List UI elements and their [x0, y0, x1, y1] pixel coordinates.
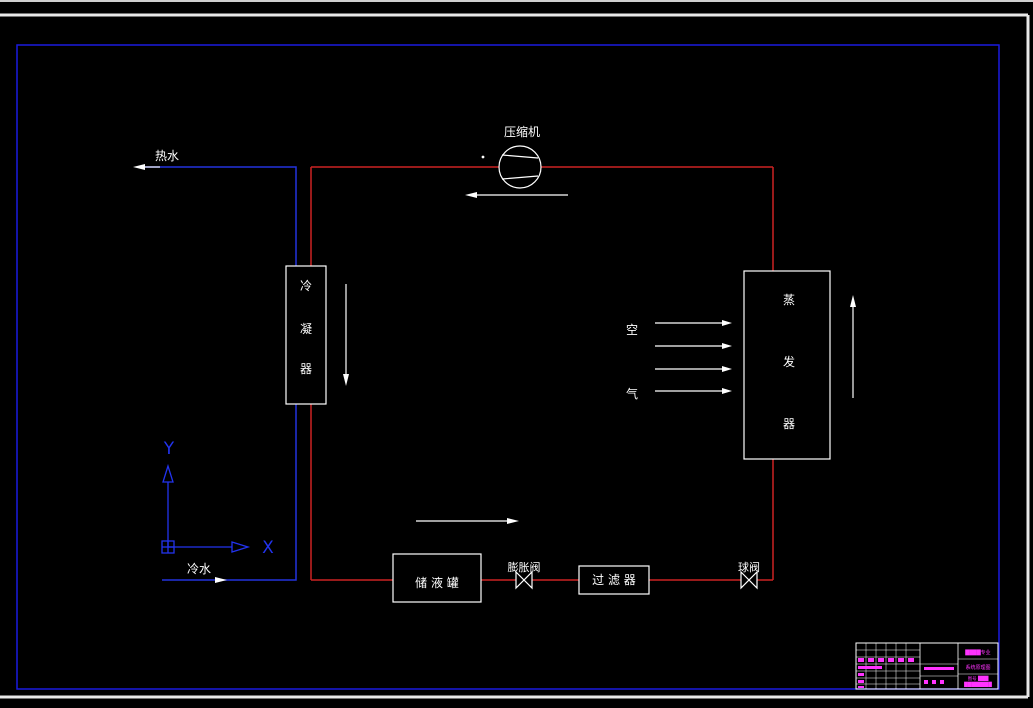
title-line-2: 系统原理图 [965, 664, 990, 671]
refrigerant-loop [310, 166, 774, 581]
title-line-3: 图号 ███ [968, 675, 989, 682]
filter-label: 过 滤 器 [592, 573, 636, 587]
title-block: ████专业 系统原理图 图号 ███ ████████ [855, 642, 999, 690]
flow-arrow-top [465, 192, 477, 198]
evaporator-box [743, 270, 831, 460]
title-line-4: ████████ [963, 681, 992, 688]
ball-valve-label: 球阀 [738, 560, 760, 574]
ucs-icon [161, 463, 251, 554]
compressor-symbol [481, 145, 542, 189]
condenser-char-1: 冷 [300, 279, 312, 293]
drawing-frame [16, 44, 1000, 690]
receiver-label: 储 液 罐 [415, 575, 459, 590]
evaporator-char-1: 蒸 [783, 293, 795, 307]
hot-water-label: 热水 [155, 149, 179, 163]
water-lines [140, 166, 297, 581]
cold-water-arrow [215, 577, 227, 583]
expansion-valve-symbol [515, 570, 533, 590]
compressor-label: 压缩机 [504, 124, 540, 139]
hot-water-arrow [133, 164, 145, 170]
evaporator-char-3: 器 [783, 417, 795, 431]
condenser-box [285, 265, 327, 405]
cold-water-label: 冷水 [187, 562, 211, 576]
ucs-x-label: X [262, 538, 274, 558]
ucs-y-label: Y [163, 439, 175, 459]
air-flow-arrows [655, 320, 732, 394]
flow-arrow-bottom [507, 518, 519, 524]
filter-box [578, 565, 650, 595]
ball-valve-symbol [740, 570, 758, 590]
air-char-2: 气 [626, 386, 638, 401]
flow-arrow-down [343, 374, 349, 386]
expansion-valve-label: 膨胀阀 [508, 560, 541, 574]
air-char-1: 空 [626, 323, 638, 337]
condenser-char-3: 器 [300, 362, 312, 376]
condenser-char-2: 凝 [300, 321, 312, 336]
flow-arrow-up [850, 295, 856, 307]
title-line-1: ████专业 [964, 649, 990, 656]
evaporator-char-2: 发 [783, 354, 795, 369]
receiver-box [392, 553, 482, 603]
